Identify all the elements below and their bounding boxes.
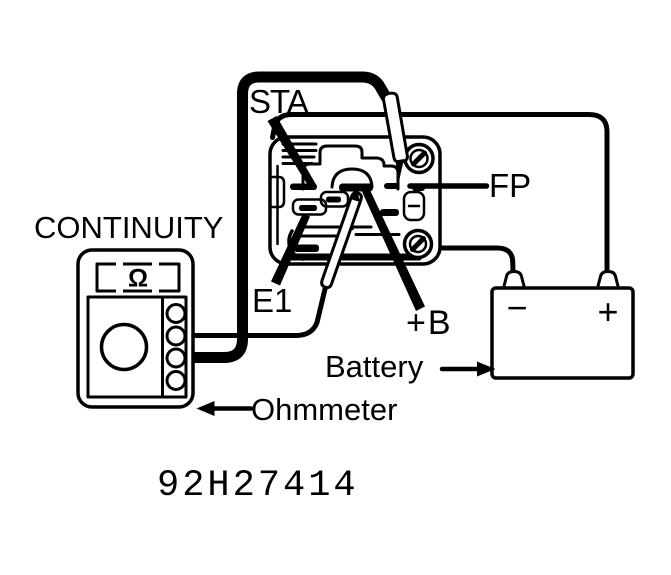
ohmmeter-lead-wire-upper	[174, 71, 393, 363]
terminal-slot-small-2	[380, 209, 399, 216]
ohmmeter-device: Ω	[76, 248, 195, 409]
terminal-slot-e1	[299, 205, 317, 211]
connector-center-dome	[330, 167, 374, 189]
e1-leader-needle	[271, 213, 310, 286]
connector-center-profile	[301, 144, 400, 191]
label-plus-b: +B	[406, 304, 453, 342]
arrow-left-icon	[196, 401, 215, 416]
ohmmeter-jack-3[interactable]	[165, 347, 187, 369]
arrow-right-icon	[477, 361, 496, 377]
screw-slot-icon	[410, 236, 426, 252]
ohmmeter-jack-4[interactable]	[165, 370, 187, 391]
screw-bottom-right	[402, 228, 434, 260]
label-e1: E1	[252, 282, 292, 319]
ohmmeter-dial[interactable]	[99, 322, 149, 372]
battery-body	[490, 286, 635, 380]
battery-positive-post	[596, 270, 620, 290]
battery: − +	[490, 270, 635, 380]
label-fp: FP	[489, 167, 531, 204]
plus-b-leader-needle	[361, 187, 425, 311]
display-border-dashes	[116, 261, 159, 294]
screw-top-right	[403, 142, 435, 175]
label-battery: Battery	[325, 349, 424, 384]
battery-negative-wire	[434, 245, 516, 274]
battery-negative-post	[502, 270, 526, 290]
ohmmeter-jack-2[interactable]	[165, 325, 187, 347]
test-probe-center	[320, 186, 363, 290]
label-part-number: 92H27414	[157, 465, 359, 507]
connector-bottom-band	[286, 253, 422, 261]
battery-callout-arrow	[439, 361, 496, 377]
screw-slot-icon	[411, 150, 427, 167]
battery-plus-symbol: +	[597, 291, 618, 332]
ohmmeter-display	[95, 262, 181, 293]
label-ohmmeter: Ohmmeter	[251, 392, 397, 427]
ohmmeter-callout-arrow	[196, 401, 254, 416]
connector-left-notch	[268, 175, 286, 209]
connector-details	[286, 190, 426, 261]
ohmmeter-jack-1[interactable]	[165, 303, 187, 324]
probe-tip	[395, 159, 404, 184]
omega-symbol: Ω	[128, 265, 148, 293]
ohmmeter-lead-upper-path	[177, 74, 390, 360]
battery-negative-wire-path	[434, 245, 516, 274]
sta-leader-needle	[267, 116, 316, 189]
terminal-slot-small-4	[294, 244, 319, 252]
probe-tip	[350, 186, 360, 202]
label-sta: STA	[249, 83, 309, 120]
battery-minus-symbol: −	[506, 287, 527, 328]
ohmmeter-lead-wire-lower	[177, 284, 328, 338]
ohmmeter-jacks	[165, 303, 187, 391]
terminal-slot-small-1	[326, 196, 341, 203]
ohmmeter-lead-lower-path	[177, 284, 328, 338]
label-continuity: CONTINUITY	[34, 210, 223, 245]
terminal-slot-fp	[384, 183, 399, 189]
test-probe-right	[381, 91, 409, 184]
